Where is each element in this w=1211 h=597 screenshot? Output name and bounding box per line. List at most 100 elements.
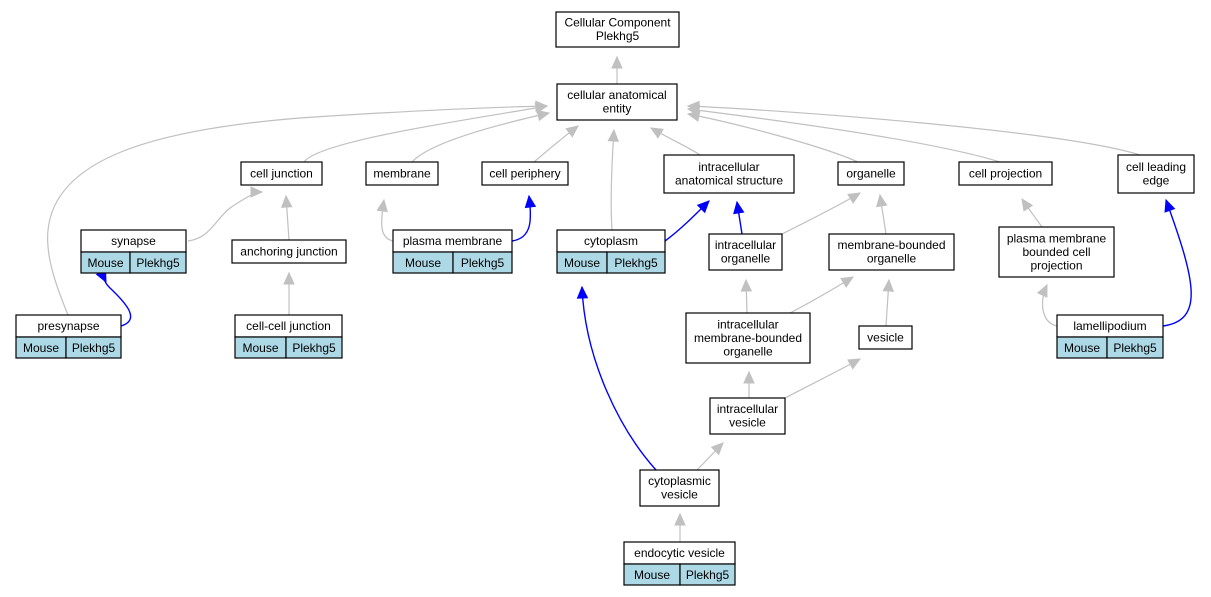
term-label: anatomical structure <box>675 174 783 188</box>
term-node-anchoring-junction[interactable]: anchoring junction <box>231 239 347 264</box>
edge-plasma_membrane-to-cell_periphery <box>511 194 537 242</box>
arrowhead-icon <box>524 194 537 209</box>
annotation-gene-label: Plekhg5 <box>614 256 658 270</box>
term-box <box>481 161 569 186</box>
arrowhead-icon <box>281 194 293 208</box>
edge-endocytic_vesicle-to-cyto_vesicle <box>674 512 686 542</box>
arrowhead-icon <box>840 276 855 288</box>
term-label: cytoplasmic <box>648 474 711 488</box>
arrowhead-icon <box>674 512 686 526</box>
term-label: plasma membrane <box>403 234 503 248</box>
term-node-organelle[interactable]: organelle <box>837 161 905 186</box>
term-box <box>685 312 811 364</box>
edge-cytoplasm-to-cae <box>607 128 619 231</box>
annotation-organism-label: Mouse <box>1064 341 1100 355</box>
edge-layer <box>47 55 1192 542</box>
term-label: synapse <box>111 234 156 248</box>
arrowhead-icon <box>283 271 295 285</box>
edge-synapse-to-cell_junction <box>187 186 264 242</box>
term-box <box>556 83 678 121</box>
annotation-gene-label: Plekhg5 <box>136 256 180 270</box>
arrowhead-icon <box>1036 283 1048 298</box>
term-label: projection <box>1030 258 1082 272</box>
edge-mbo-to-organelle <box>876 193 888 235</box>
arrowhead-icon <box>565 125 579 138</box>
term-node-membrane[interactable]: membrane <box>365 161 439 186</box>
arrowhead-icon <box>611 55 623 69</box>
annotation-gene-cell <box>452 251 513 274</box>
edge-intra_organelle-to-ias <box>733 200 745 235</box>
arrowhead-icon <box>847 192 862 204</box>
term-label: cell periphery <box>489 166 560 180</box>
term-label: organelle <box>867 252 917 266</box>
term-box <box>958 161 1053 186</box>
edge-cell_periphery-to-cae <box>533 125 579 163</box>
term-label: intracellular <box>715 238 776 252</box>
term-label: organelle <box>721 252 771 266</box>
arrowhead-icon <box>607 128 619 142</box>
term-label: presynapse <box>37 319 99 333</box>
term-label: membrane-bounded <box>694 331 802 345</box>
annotation-gene-cell <box>606 251 666 274</box>
term-label: Plekhg5 <box>596 29 640 43</box>
term-label: endocytic vesicle <box>634 546 725 560</box>
arrowhead-icon <box>376 198 388 213</box>
term-node-cell-projection[interactable]: cell projection <box>958 161 1053 186</box>
edge-cle-to-cae <box>686 100 1141 156</box>
term-label: anchoring junction <box>240 244 337 258</box>
term-label: plasma membrane <box>1007 231 1107 245</box>
annotation-gene-cell <box>65 336 122 359</box>
term-node-vesicle[interactable]: vesicle <box>858 325 913 350</box>
arrowhead-icon <box>535 100 549 113</box>
term-node-cell-junction[interactable]: cell junction <box>240 161 323 186</box>
term-label: entity <box>603 102 632 116</box>
term-label: intracellular <box>717 317 778 331</box>
edge-membrane-to-cae <box>411 109 551 163</box>
term-label: cell junction <box>250 166 313 180</box>
edge-ias-to-cae <box>649 127 701 156</box>
arrowhead-icon <box>250 186 264 198</box>
arrowhead-icon <box>882 278 895 292</box>
term-label: vesicle <box>729 416 766 430</box>
term-label: vesicle <box>867 330 904 344</box>
edge-cae-to-root <box>611 55 623 84</box>
annotation-organism-label: Mouse <box>87 256 123 270</box>
arrowhead-icon <box>847 358 862 370</box>
edge-anchoring_junction-to-cell_junction <box>281 194 293 241</box>
edge-intra_organelle-to-organelle <box>781 192 862 235</box>
term-node-cell-periphery[interactable]: cell periphery <box>481 161 569 186</box>
edge-cytoplasm-to-ias <box>664 200 710 242</box>
arrowhead-icon <box>876 193 888 208</box>
term-box <box>998 226 1115 278</box>
term-box <box>663 154 795 194</box>
annotation-organism-label: Mouse <box>23 341 59 355</box>
annotation-gene-label: Plekhg5 <box>292 341 336 355</box>
arrowhead-icon <box>740 278 753 292</box>
term-box <box>639 469 720 507</box>
term-label: organelle <box>846 166 896 180</box>
annotation-gene-label: Plekhg5 <box>686 568 730 582</box>
term-box <box>709 397 786 435</box>
arrowhead-icon <box>696 200 710 214</box>
term-box <box>708 233 783 271</box>
arrowhead-icon <box>1164 198 1176 213</box>
term-box <box>858 325 913 350</box>
